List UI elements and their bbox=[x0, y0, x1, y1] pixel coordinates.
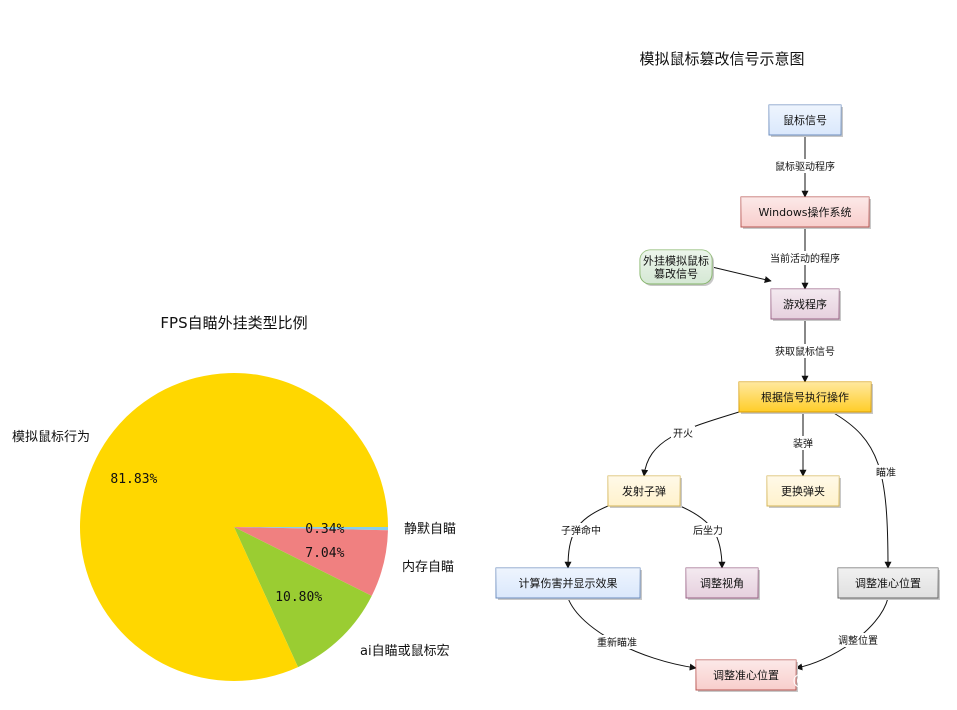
node-gloss bbox=[496, 568, 640, 598]
pie-category-label: 静默自瞄 bbox=[404, 521, 456, 537]
watermark: @稀土掘金技术社区 bbox=[792, 671, 927, 689]
node-gloss bbox=[769, 105, 841, 135]
diagram-edge-label: 调整位置 bbox=[838, 634, 878, 647]
diagram-node-damage: 计算伤害并显示效果 bbox=[495, 567, 642, 600]
edge-label-bg bbox=[791, 436, 815, 450]
diagram-node-label: Windows操作系统 bbox=[758, 205, 851, 219]
diagram-edge-label: 鼠标驱动程序 bbox=[775, 160, 835, 173]
pie-pct-label: 0.34% bbox=[305, 522, 344, 537]
diagram-node-windows_os: Windows操作系统 bbox=[740, 196, 871, 229]
diagram-node-aim_adjust: 调整准心位置 bbox=[837, 567, 940, 600]
edge-label-bg bbox=[595, 635, 639, 649]
pie-slices bbox=[80, 372, 389, 681]
diagram-node-label: 调整准心位置 bbox=[855, 576, 921, 590]
diagram-node-mouse_signal: 鼠标信号 bbox=[768, 104, 843, 137]
diagram-edge-label: 后坐力 bbox=[693, 524, 723, 537]
diagram-edge-label: 开火 bbox=[673, 428, 693, 440]
diagram-edge bbox=[831, 411, 892, 569]
diagram-title: 模拟鼠标篡改信号示意图 bbox=[639, 50, 804, 68]
diagram-edge-label: 获取鼠标信号 bbox=[775, 345, 835, 358]
pie-slice bbox=[80, 372, 389, 681]
node-gloss bbox=[640, 250, 712, 284]
node-gloss bbox=[838, 568, 938, 598]
diagram-nodes: 鼠标信号 Windows操作系统外挂模拟鼠标篡改信号游戏程序根据信号执行操作发射子… bbox=[495, 104, 940, 692]
diagram-node-label: 游戏程序 bbox=[783, 297, 827, 311]
node-gloss bbox=[608, 476, 680, 506]
diagram-node-label: 篡改信号 bbox=[654, 267, 698, 281]
pie-category-label: 内存自瞄 bbox=[402, 559, 454, 575]
edge-label-bg bbox=[768, 251, 842, 265]
diagram-node-label: 发射子弹 bbox=[622, 484, 666, 498]
node-gloss bbox=[771, 289, 839, 319]
diagram-edge-label: 当前活动的程序 bbox=[770, 252, 840, 265]
diagram-node-view: 调整视角 bbox=[685, 567, 760, 600]
watermark-text: @稀土掘金技术社区 bbox=[792, 671, 927, 689]
diagram-node-label: 调整准心位置 bbox=[713, 668, 779, 682]
diagram-edge-label: 重新瞄准 bbox=[597, 636, 637, 649]
edge-label-bg bbox=[559, 523, 603, 537]
pie-slice bbox=[234, 527, 372, 668]
node-gloss bbox=[696, 660, 796, 690]
pie-pct-label: 7.04% bbox=[305, 546, 344, 561]
diagram-node-label: 调整视角 bbox=[700, 576, 744, 590]
diagram-node-aim_final: 调整准心位置 bbox=[695, 659, 798, 692]
diagram-node-game: 游戏程序 bbox=[770, 288, 841, 321]
diagram-edge bbox=[641, 411, 740, 477]
node-gloss bbox=[739, 382, 871, 412]
diagram-edge bbox=[711, 266, 772, 283]
edge-label-bg bbox=[671, 426, 695, 440]
pie-labels: 0.34% 静默自瞄 7.04% 内存自瞄 10.80% ai自瞄或鼠标宏 81.83% 模拟… bbox=[12, 430, 456, 659]
diagram-node-label: 计算伤害并显示效果 bbox=[519, 576, 618, 590]
pie-slice bbox=[234, 527, 388, 596]
pie-pct-label: 81.83% bbox=[110, 472, 157, 487]
pie-slice bbox=[234, 527, 388, 531]
node-gloss bbox=[741, 197, 869, 227]
pie-category-label: 模拟鼠标行为 bbox=[12, 430, 90, 445]
node-gloss bbox=[686, 568, 758, 598]
diagram-edge-label: 装弹 bbox=[793, 437, 813, 450]
edge-label-bg bbox=[836, 633, 880, 647]
edge-label-bg bbox=[773, 344, 837, 358]
diagram-node-reload_clip: 更换弹夹 bbox=[766, 475, 841, 508]
diagram-edge bbox=[567, 597, 697, 671]
diagram-node-label: 外挂模拟鼠标 bbox=[643, 254, 709, 268]
diagram-node-label: 更换弹夹 bbox=[781, 484, 825, 498]
diagram-edge-label: 瞄准 bbox=[876, 467, 896, 479]
node-gloss bbox=[767, 476, 839, 506]
diagram-node-label: 根据信号执行操作 bbox=[761, 390, 849, 404]
diagram-edge-label: 子弹命中 bbox=[561, 524, 601, 537]
diagram-node-execute: 根据信号执行操作 bbox=[738, 381, 873, 414]
pie-pct-label: 10.80% bbox=[275, 590, 322, 605]
edge-label-bg bbox=[874, 465, 898, 479]
pie-chart-title: FPS自瞄外挂类型比例 bbox=[160, 314, 307, 332]
edge-label-bg bbox=[691, 523, 725, 537]
pie-category-label: ai自瞄或鼠标宏 bbox=[360, 644, 450, 659]
diagram-node-label: 鼠标信号 bbox=[783, 113, 827, 127]
edge-label-bg bbox=[773, 159, 837, 173]
diagram-node-fire: 发射子弹 bbox=[607, 475, 682, 508]
